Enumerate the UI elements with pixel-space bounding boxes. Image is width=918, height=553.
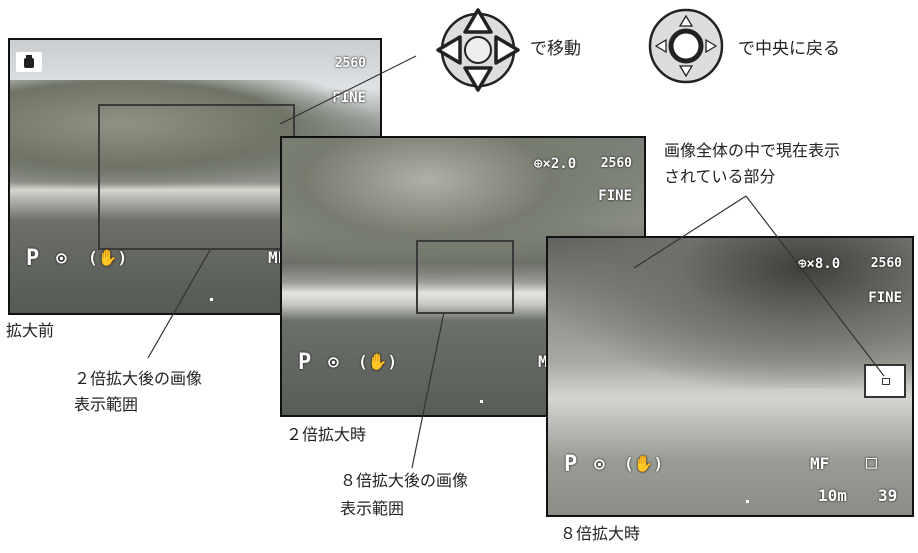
label-after2-range-2: 表示範囲 — [74, 395, 139, 414]
focus-dot — [210, 298, 213, 301]
resolution-label: 2560 — [870, 256, 902, 271]
label-current-part-1: 画像全体の中で現在表示 — [664, 141, 841, 160]
label-center: で中央に戻る — [738, 39, 840, 59]
stabilizer-icon: (✋) — [624, 454, 664, 473]
controller-center-icon — [648, 8, 724, 84]
leader-line-2x-range — [147, 249, 211, 359]
distance-label: 10m — [818, 486, 847, 505]
mode-label: P — [26, 246, 40, 271]
resolution-label: 2560 — [334, 56, 366, 71]
zoom8-range-frame — [416, 240, 514, 314]
label-zoom2: ２倍拡大時 — [286, 425, 367, 444]
zoom-label: ⊕×8.0 — [798, 256, 841, 272]
mode-label: P — [298, 350, 312, 375]
quality-label: FINE — [868, 290, 902, 306]
screen-zoom8: ⊕×8.0 2560 FINE P ⊙ (✋) MF □ 10m 39 — [546, 236, 914, 517]
camera-icon — [16, 52, 42, 72]
label-zoom8: ８倍拡大時 — [560, 524, 641, 543]
label-current-part-2: されている部分 — [664, 167, 776, 186]
quality-label: FINE — [598, 188, 632, 204]
stabilizer-icon: (✋) — [358, 352, 398, 371]
label-move: で移動 — [530, 39, 581, 59]
focus-dot — [746, 500, 749, 503]
mode-label: P — [564, 452, 578, 477]
leader-line-indicator-1 — [633, 195, 747, 269]
focus-dot — [480, 400, 483, 403]
leader-line-8x-range — [411, 311, 445, 469]
controller-move-icon — [436, 8, 520, 92]
label-after8-range-1: ８倍拡大後の画像 — [340, 471, 469, 490]
leader-line-move — [279, 55, 417, 125]
label-after8-range-2: 表示範囲 — [340, 499, 405, 518]
focus-mode-label: MF — [810, 454, 830, 473]
position-indicator — [864, 364, 906, 398]
label-before-zoom: 拡大前 — [6, 321, 55, 340]
metering-icon: ⊙ — [328, 352, 339, 373]
resolution-label: 2560 — [600, 156, 632, 171]
stabilizer-icon: (✋) — [88, 248, 128, 267]
leader-line-indicator-2 — [745, 195, 885, 377]
frames-label: 39 — [878, 486, 898, 505]
label-after2-range-1: ２倍拡大後の画像 — [74, 369, 203, 388]
zoom-label: ⊕×2.0 — [534, 156, 577, 172]
metering-icon: ⊙ — [56, 248, 67, 269]
metering-icon: ⊙ — [594, 454, 605, 475]
drive-icon: □ — [866, 452, 877, 473]
rock-texture — [548, 238, 912, 388]
